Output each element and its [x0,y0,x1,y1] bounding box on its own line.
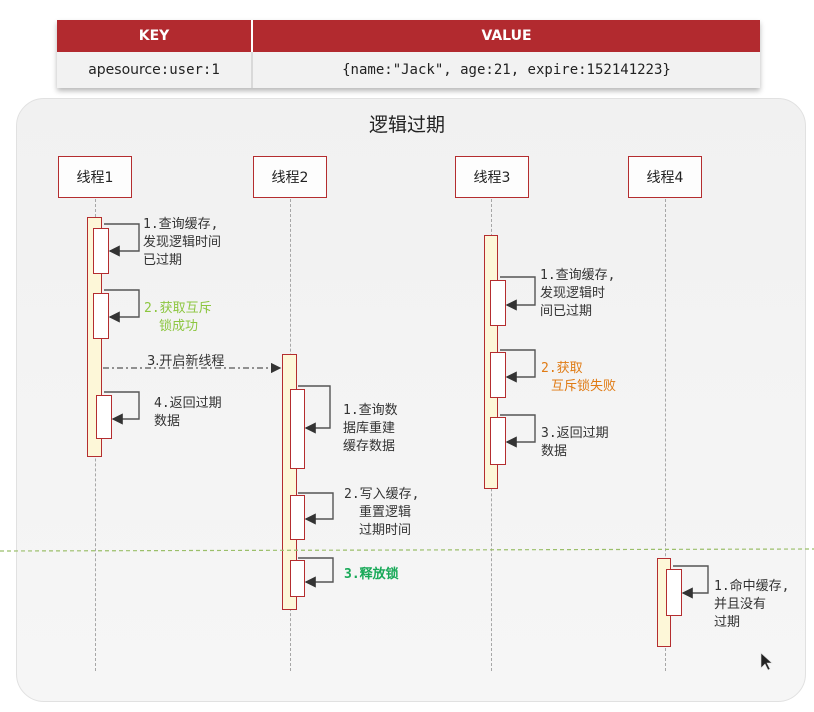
key-prefix: apesource [88,62,161,78]
thread-2-step-2-note: 2.写入缓存, 重置逻辑 过期时间 [344,486,419,540]
thread-3-sub-activation-3 [490,417,506,465]
thread-3-step-2-note: 2.获取 互斥锁失败 [541,360,616,396]
thread-1-step-2-note: 2.获取互斥 锁成功 [144,300,212,336]
thread-2-sub-activation-2 [290,495,305,540]
thread-1-box: 线程1 [58,156,132,198]
thread-3-step-1-note: 1.查询缓存, 发现逻辑时 间已过期 [540,267,615,321]
key-column-header: KEY [57,20,253,52]
thread-2-sub-activation-3 [290,560,305,597]
key-value-table: KEY VALUE apesource:user:1 {name:"Jack",… [57,20,760,88]
note-line: 1.查询数 [343,403,398,418]
value-column-header: VALUE [481,28,532,44]
note-line: 发现逻辑时间 [143,235,222,250]
thread-4-step-1-note: 1.命中缓存, 并且没有 过期 [714,578,789,632]
thread-3-self-call-3 [500,414,536,448]
thread-2-box: 线程2 [253,156,327,198]
note-line: 重置逻辑 [359,505,412,520]
start-new-thread-label: 3.开启新线程 [147,354,225,369]
note-line: 3.返回过期 [541,426,609,441]
table-row: apesource:user:1 {name:"Jack", age:21, e… [57,52,760,88]
note-line: 已过期 [143,253,183,268]
key-suffix: :user:1 [160,62,220,78]
time-divider-line [0,548,814,552]
thread-1-sub-activation-1 [93,228,109,274]
table-header-row: KEY VALUE [57,20,760,52]
note-line: 间已过期 [540,304,593,319]
note-line: 并且没有 [714,597,767,612]
note-line: 1.查询缓存, [540,268,616,283]
mouse-cursor-icon [760,652,773,671]
thread-1-self-call-3 [104,391,140,425]
note-line: 2.写入缓存, [344,487,420,502]
note-line: 过期 [714,615,741,630]
note-line: 1.查询缓存, [143,217,219,232]
note-line: 互斥锁失败 [551,379,617,394]
note-line: 锁成功 [159,319,199,334]
thread-1-step-1-note: 1.查询缓存, 发现逻辑时间 已过期 [143,216,221,270]
thread-4-sub-activation-1 [666,569,682,616]
thread-3-step-3-note: 3.返回过期 数据 [541,425,609,461]
thread-1-sub-activation-2 [93,293,109,339]
thread-2-self-call-3 [298,557,334,588]
thread-2-step-3-note: 3.释放锁 [344,566,399,584]
thread-2-self-call-1 [298,385,331,434]
thread-4-box: 线程4 [628,156,702,198]
note-line: 数据 [154,414,181,429]
note-line: 发现逻辑时 [540,286,606,301]
thread-3-box: 线程3 [455,156,529,198]
note-line: 4.返回过期 [154,396,222,411]
thread-1-sub-activation-3 [96,395,112,439]
thread-3-self-call-2 [500,349,536,383]
note-line: 数据 [541,444,568,459]
thread-2-self-call-2 [298,492,334,525]
thread-2-sub-activation-1 [290,389,305,469]
thread-3-sub-activation-1 [490,280,506,326]
key-cell: apesource:user:1 [57,52,253,88]
thread-1-self-call-1 [104,223,140,257]
thread-3-sub-activation-2 [490,352,506,398]
thread-3-self-call-1 [500,276,536,311]
thread-1-step-4-note: 4.返回过期 数据 [154,395,222,431]
note-line: 3.释放锁 [344,567,399,582]
note-line: 缓存数据 [343,439,396,454]
note-line: 2.获取互斥 [144,301,212,316]
thread-2-step-1-note: 1.查询数 据库重建 缓存数据 [343,402,398,456]
lifeline-thread-4 [665,199,666,671]
note-line: 1.命中缓存, [714,579,790,594]
diagram-title: 逻辑过期 [368,114,445,136]
note-line: 据库重建 [343,421,396,436]
note-line: 2.获取 [541,361,583,376]
thread-1-self-call-2 [104,289,140,323]
thread-4-self-call-1 [673,565,709,599]
note-line: 过期时间 [359,523,412,538]
value-cell: {name:"Jack", age:21, expire:152141223} [342,62,671,78]
